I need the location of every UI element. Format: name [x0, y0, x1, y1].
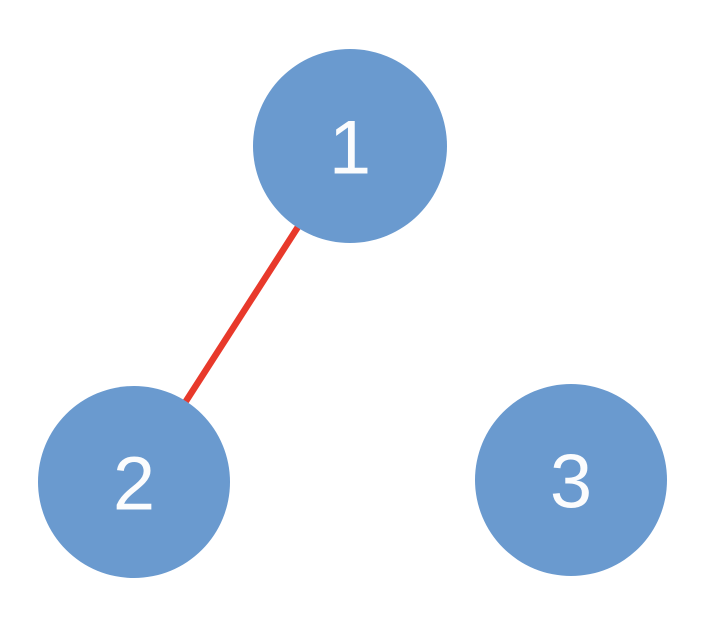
node-circle-1[interactable]	[253, 49, 447, 243]
node-3[interactable]: 3	[475, 384, 667, 576]
node-2[interactable]: 2	[38, 386, 230, 578]
node-1[interactable]: 1	[253, 49, 447, 243]
node-circle-3[interactable]	[475, 384, 667, 576]
node-circle-2[interactable]	[38, 386, 230, 578]
nodes-layer: 12 3	[38, 49, 667, 578]
